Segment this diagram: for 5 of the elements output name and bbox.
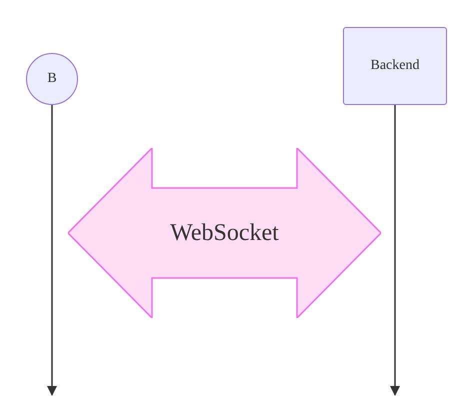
lifeline-arrow bbox=[47, 105, 57, 396]
participant-box: Backend bbox=[343, 27, 447, 105]
lifeline-arrow bbox=[390, 105, 400, 396]
arrow-label: WebSocket bbox=[170, 220, 279, 246]
participant-circle: B bbox=[26, 53, 78, 105]
